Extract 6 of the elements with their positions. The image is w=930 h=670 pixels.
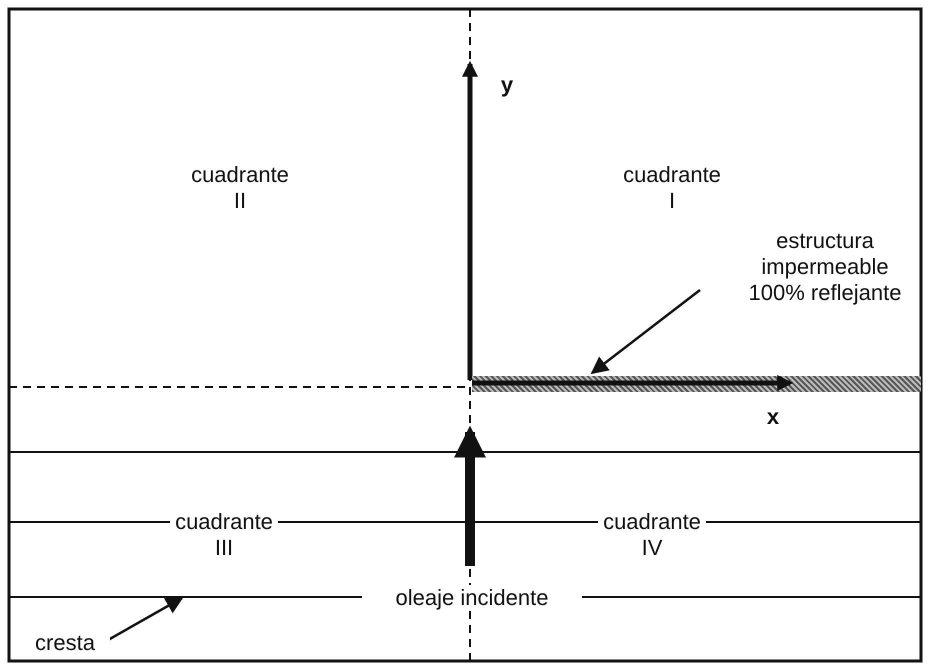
region-label: cuadrante II — [190, 162, 290, 214]
leader-line — [590, 289, 701, 374]
axis-label: y — [500, 72, 514, 98]
axis-label: x — [766, 404, 780, 430]
region-label: cuadrante I — [622, 162, 722, 214]
region-label: oleaje incidente — [362, 585, 582, 611]
